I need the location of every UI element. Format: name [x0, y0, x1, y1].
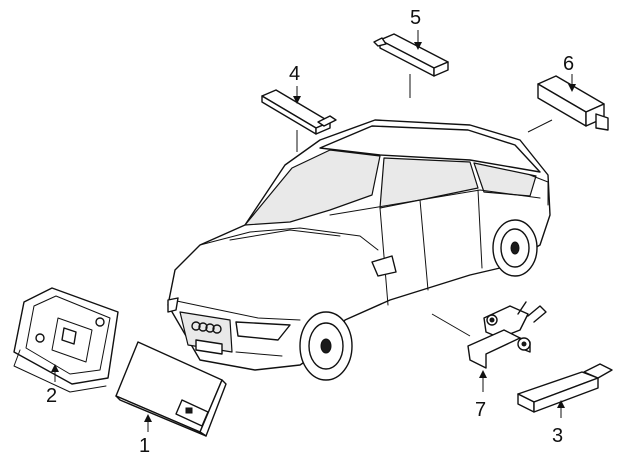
callout-5: 5: [410, 7, 421, 29]
part-7-bracket: [467, 301, 547, 369]
part-3-sensor: [517, 363, 613, 413]
callout-4: 4: [289, 63, 300, 85]
callout-3: 3: [552, 425, 563, 447]
part-5-antenna: [373, 33, 449, 77]
part-4-antenna: [261, 89, 337, 135]
part-6-module: [537, 75, 609, 131]
callout-7: 7: [475, 399, 486, 421]
part-1-control-module: [115, 341, 227, 437]
callout-1: 1: [139, 435, 150, 457]
callout-6: 6: [563, 53, 574, 75]
callout-2: 2: [46, 385, 57, 407]
vehicle-illustration: [167, 119, 551, 381]
part-2-bracket: [13, 287, 119, 393]
